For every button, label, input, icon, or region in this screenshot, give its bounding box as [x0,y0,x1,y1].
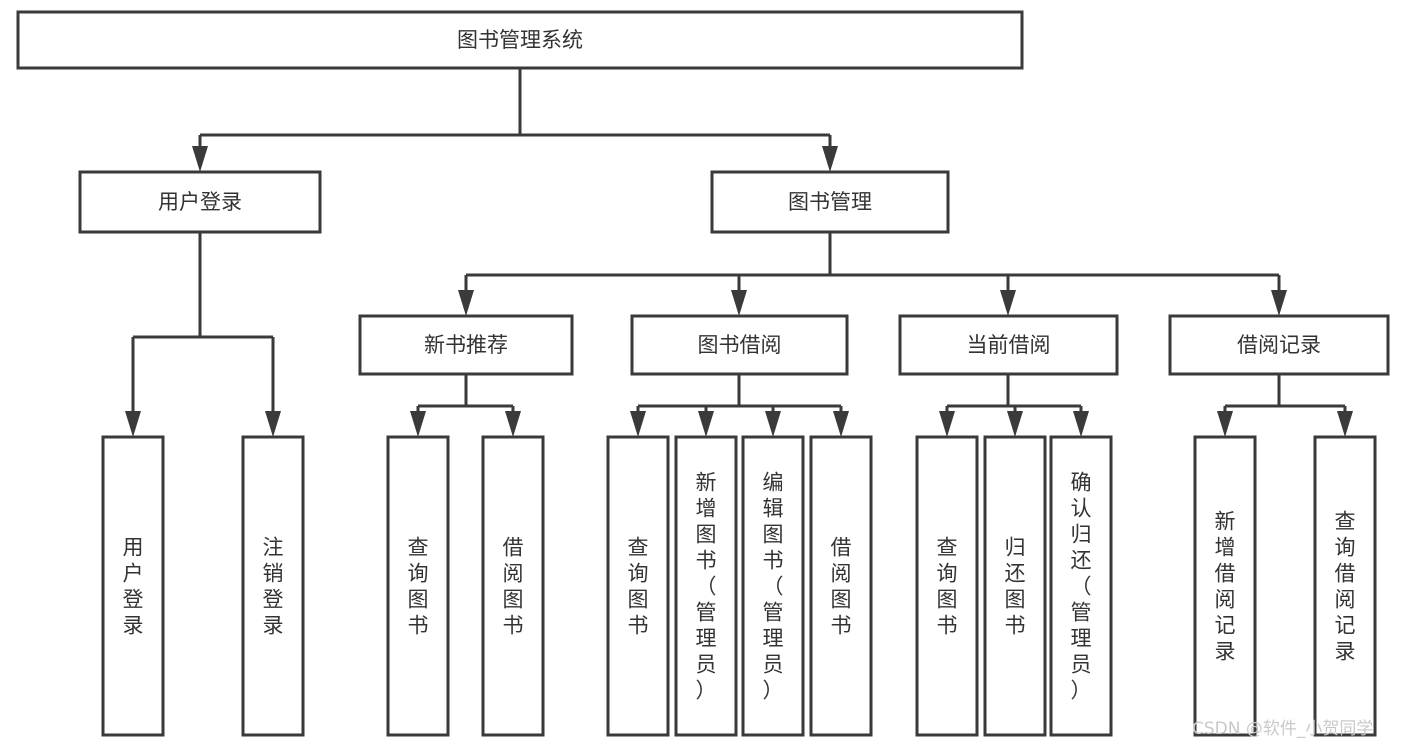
node-leaf-user-login[interactable]: 用户登录 [101,435,165,737]
node-leaf-return-book[interactable]: 归还图书 [983,435,1047,737]
node-box-leaf-borrow-book [809,435,873,737]
node-label-borrow-record: 借阅记录 [1237,333,1321,357]
connector-record-to-leaves [1217,374,1353,437]
node-layer: 图书管理系统用户登录图书管理新书推荐图书借阅当前借阅借阅记录用户登录注销登录查询… [16,10,1390,737]
connector-recommend-to-leaves [410,374,521,437]
node-label-leaf-user-login: 用户登录 [123,535,144,637]
node-label-current-borrow: 当前借阅 [967,333,1051,357]
connector-current-to-leaves [939,374,1089,437]
node-label-book-manage: 图书管理 [788,190,872,214]
node-box-leaf-return-book [983,435,1047,737]
node-leaf-edit-book-admin[interactable]: 编辑图书（管理员） [741,435,805,737]
node-label-leaf-edit-book-admin: 编辑图书（管理员） [763,470,784,702]
node-box-root [16,10,1024,70]
node-label-leaf-borrow-book: 借阅图书 [831,535,852,637]
node-box-user-login [78,170,322,234]
node-box-new-book-recommend [358,314,574,376]
node-label-root: 图书管理系统 [457,28,583,52]
node-leaf-add-borrow-record[interactable]: 新增借阅记录 [1193,435,1257,737]
node-leaf-query-book-current[interactable]: 查询图书 [915,435,979,737]
connector-user-login-to-leaves [125,232,281,437]
node-box-book-manage [710,170,950,234]
node-borrow-record[interactable]: 借阅记录 [1168,314,1390,376]
node-leaf-borrow-book[interactable]: 借阅图书 [809,435,873,737]
node-user-login[interactable]: 用户登录 [78,170,322,234]
node-label-leaf-query-borrow-record: 查询借阅记录 [1335,509,1356,663]
node-book-manage[interactable]: 图书管理 [710,170,950,234]
node-box-leaf-user-login [101,435,165,737]
node-leaf-borrow-book-recommend[interactable]: 借阅图书 [481,435,545,737]
node-label-leaf-return-book: 归还图书 [1005,535,1026,637]
node-leaf-add-book-admin[interactable]: 新增图书（管理员） [674,435,738,737]
node-box-book-borrow [630,314,849,376]
node-leaf-query-borrow-record[interactable]: 查询借阅记录 [1313,435,1377,737]
connector-layer [125,68,1353,437]
node-box-current-borrow [898,314,1119,376]
node-label-leaf-query-book-borrow: 查询图书 [628,535,649,637]
node-book-borrow[interactable]: 图书借阅 [630,314,849,376]
node-box-leaf-query-book-current [915,435,979,737]
connector-book-manage-to-level2 [458,232,1287,316]
node-label-leaf-confirm-return-admin: 确认归还（管理员） [1071,470,1092,702]
node-label-user-login: 用户登录 [158,190,242,214]
connector-root-to-level1 [192,68,838,172]
node-label-leaf-add-borrow-record: 新增借阅记录 [1215,509,1236,663]
node-label-leaf-query-book-current: 查询图书 [937,535,958,637]
node-box-leaf-borrow-book-recommend [481,435,545,737]
node-box-leaf-add-borrow-record [1193,435,1257,737]
node-label-leaf-add-book-admin: 新增图书（管理员） [696,470,717,702]
node-leaf-user-logout[interactable]: 注销登录 [241,435,305,737]
node-label-leaf-borrow-book-recommend: 借阅图书 [503,535,524,637]
node-box-borrow-record [1168,314,1390,376]
node-box-leaf-add-book-admin [674,435,738,737]
node-leaf-confirm-return-admin[interactable]: 确认归还（管理员） [1049,435,1113,737]
node-label-book-borrow: 图书借阅 [698,333,782,357]
node-leaf-query-book-borrow[interactable]: 查询图书 [606,435,670,737]
node-box-leaf-confirm-return-admin [1049,435,1113,737]
node-box-leaf-query-book-borrow [606,435,670,737]
node-leaf-query-book-recommend[interactable]: 查询图书 [386,435,450,737]
node-box-leaf-edit-book-admin [741,435,805,737]
connector-borrow-to-leaves [630,374,849,437]
node-current-borrow[interactable]: 当前借阅 [898,314,1119,376]
node-root[interactable]: 图书管理系统 [16,10,1024,70]
node-box-leaf-user-logout [241,435,305,737]
node-label-leaf-user-logout: 注销登录 [263,535,284,637]
node-box-leaf-query-borrow-record [1313,435,1377,737]
node-new-book-recommend[interactable]: 新书推荐 [358,314,574,376]
node-label-leaf-query-book-recommend: 查询图书 [408,535,429,637]
node-label-new-book-recommend: 新书推荐 [424,333,508,357]
node-box-leaf-query-book-recommend [386,435,450,737]
